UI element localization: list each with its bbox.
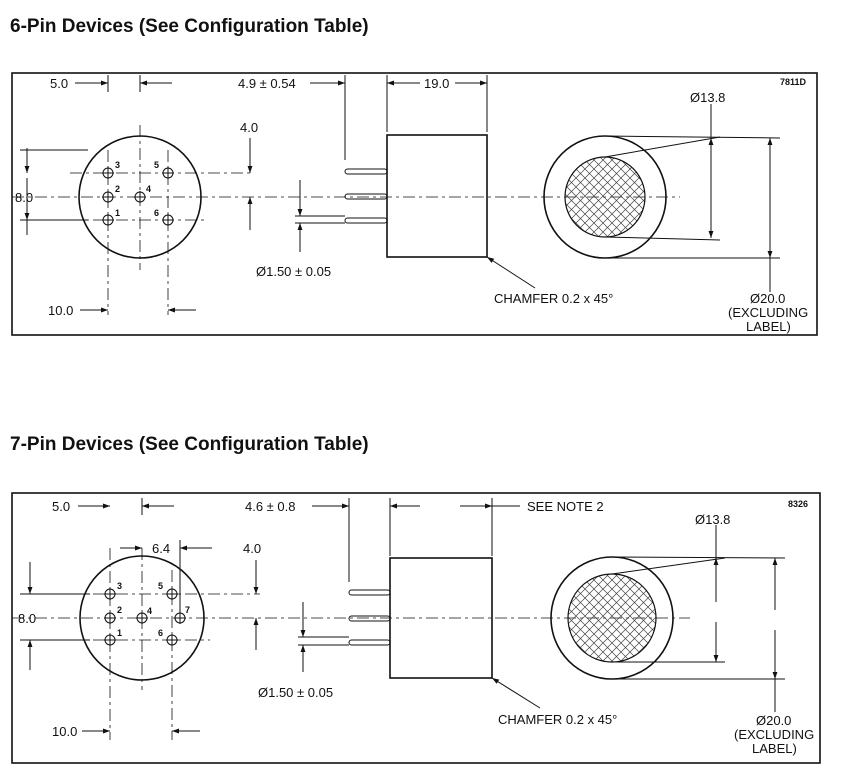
title-7pin: 7-Pin Devices (See Configuration Table) <box>10 434 369 455</box>
dim-pin-spacing: 4.0 <box>243 541 261 556</box>
pin-label-6: 6 <box>154 208 159 218</box>
pin-group: 1 2 3 4 5 6 <box>102 160 174 226</box>
dim-outer-note-1: (EXCLUDING <box>734 727 814 742</box>
pin-label-1: 1 <box>117 628 122 638</box>
drawing-frame <box>11 492 821 764</box>
dim-length: 19.0 <box>424 76 449 91</box>
side-view-pins <box>344 168 388 224</box>
top-view-mesh <box>567 573 657 663</box>
pin-label-4: 4 <box>146 184 151 194</box>
dim-width: 10.0 <box>52 724 77 739</box>
pin-label-1: 1 <box>115 208 120 218</box>
pin-label-4: 4 <box>147 606 152 616</box>
pin-group: 1 2 3 4 5 6 7 <box>104 581 190 646</box>
drawing-code: 7811D <box>780 77 807 87</box>
dim-outer-diameter: Ø20.0 <box>750 291 785 306</box>
dim-outer-note-2: LABEL) <box>752 741 797 756</box>
pin-label-5: 5 <box>154 160 159 170</box>
side-view-body <box>386 134 488 258</box>
dim-outer-diameter: Ø20.0 <box>756 713 791 728</box>
dim-offset: 4.6 ± 0.8 <box>245 499 296 514</box>
pin-label-5: 5 <box>158 581 163 591</box>
pin-label-2: 2 <box>115 184 120 194</box>
drawing-6pin: 7811D 1 2 3 4 5 6 5.0 4.0 8.0 <box>11 72 818 336</box>
dim-height: 8.0 <box>15 190 33 205</box>
pin-label-6: 6 <box>158 628 163 638</box>
dim-length: SEE NOTE 2 <box>527 499 604 514</box>
dim-left-top: 5.0 <box>52 499 70 514</box>
dim-pin-spacing: 4.0 <box>240 120 258 135</box>
dim-offset: 4.9 ± 0.54 <box>238 76 296 91</box>
title-6pin: 6-Pin Devices (See Configuration Table) <box>10 16 369 37</box>
chamfer-note: CHAMFER 0.2 x 45° <box>494 291 613 306</box>
top-view-mesh <box>564 156 646 238</box>
dim-pin-diameter: Ø1.50 ± 0.05 <box>256 264 331 279</box>
drawing-frame <box>11 72 818 336</box>
dim-inner-diameter: Ø13.8 <box>695 512 730 527</box>
chamfer-note: CHAMFER 0.2 x 45° <box>498 712 617 727</box>
pin-label-7: 7 <box>185 605 190 615</box>
dim-pin-diameter: Ø1.50 ± 0.05 <box>258 685 333 700</box>
dim-width: 10.0 <box>48 303 73 318</box>
pin-label-3: 3 <box>115 160 120 170</box>
dim-pitch: 6.4 <box>152 541 170 556</box>
dim-outer-note-2: LABEL) <box>746 319 791 334</box>
pin-label-3: 3 <box>117 581 122 591</box>
drawing-code: 8326 <box>788 499 808 509</box>
drawing-7pin: 8326 1 2 3 4 5 6 7 5.0 6.4 4.0 <box>11 492 821 764</box>
dim-height: 8.0 <box>18 611 36 626</box>
side-view-pins <box>348 589 391 646</box>
pin-label-2: 2 <box>117 605 122 615</box>
dim-outer-note-1: (EXCLUDING <box>728 305 808 320</box>
dim-inner-diameter: Ø13.8 <box>690 90 725 105</box>
dim-left-top: 5.0 <box>50 76 68 91</box>
